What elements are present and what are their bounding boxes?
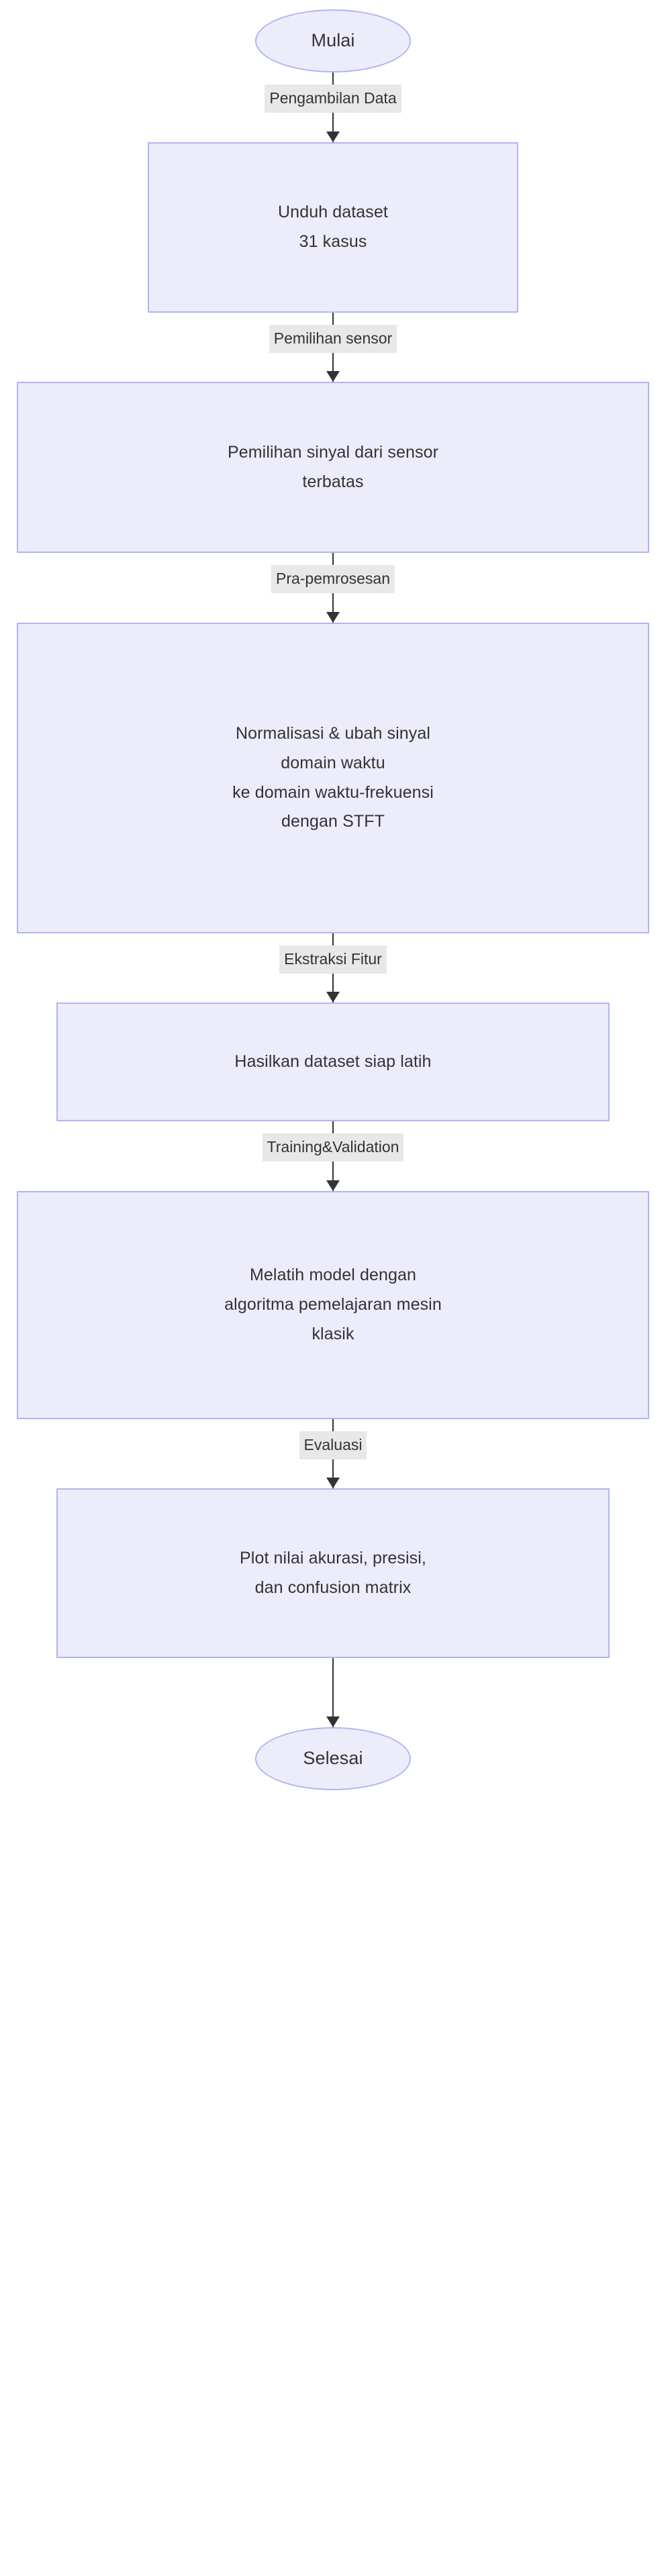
- edge-preprocessing-dataset: Ekstraksi Fitur: [0, 933, 666, 1002]
- edge-label-pra-pemrosesan: Pra-pemrosesan: [271, 565, 395, 594]
- arrow-head-icon: [326, 1180, 340, 1191]
- edge-dataset-train: Training&Validation: [0, 1121, 666, 1191]
- arrow-head-icon: [326, 1478, 340, 1488]
- node-train-model[interactable]: Melatih model dengan algoritma pemelajar…: [17, 1191, 649, 1419]
- node-sensor-selection-label: Pemilihan sinyal dari sensor terbatas: [227, 442, 439, 491]
- edge-label-pemilihan-sensor: Pemilihan sensor: [269, 325, 397, 354]
- node-ready-dataset[interactable]: Hasilkan dataset siap latih: [56, 1002, 610, 1121]
- node-end-label: Selesai: [303, 1748, 363, 1769]
- node-plot-metrics[interactable]: Plot nilai akurasi, presisi, dan confusi…: [56, 1488, 610, 1658]
- edge-label-evaluasi: Evaluasi: [299, 1431, 367, 1460]
- edge-sensor-preprocessing: Pra-pemrosesan: [0, 553, 666, 623]
- node-preprocessing-label: Normalisasi & ubah sinyal domain waktu k…: [232, 724, 434, 831]
- node-start[interactable]: Mulai: [255, 9, 411, 72]
- arrow-head-icon: [326, 371, 340, 382]
- node-sensor-selection[interactable]: Pemilihan sinyal dari sensor terbatas: [17, 382, 649, 553]
- node-preprocessing[interactable]: Normalisasi & ubah sinyal domain waktu k…: [17, 623, 649, 933]
- edge-start-download: Pengambilan Data: [0, 72, 666, 142]
- arrow-head-icon: [326, 1716, 340, 1727]
- node-train-model-label: Melatih model dengan algoritma pemelajar…: [224, 1266, 442, 1343]
- arrow-head-icon: [326, 132, 340, 142]
- arrow-head-icon: [326, 612, 340, 623]
- edge-train-plot: Evaluasi: [0, 1419, 666, 1488]
- edge-line: [332, 1658, 334, 1727]
- node-download-dataset[interactable]: Unduh dataset 31 kasus: [148, 142, 518, 313]
- edge-label-pengambilan-data: Pengambilan Data: [265, 85, 401, 113]
- arrow-head-icon: [326, 992, 340, 1002]
- node-end[interactable]: Selesai: [255, 1727, 411, 1790]
- node-start-label: Mulai: [311, 30, 355, 51]
- edge-label-ekstraksi-fitur: Ekstraksi Fitur: [279, 945, 387, 974]
- node-download-dataset-label: Unduh dataset 31 kasus: [278, 203, 388, 251]
- node-plot-metrics-label: Plot nilai akurasi, presisi, dan confusi…: [240, 1548, 426, 1597]
- flowchart-column: Mulai Pengambilan Data Unduh dataset 31 …: [0, 9, 666, 1790]
- edge-label-training-validation: Training&Validation: [262, 1133, 404, 1162]
- edge-plot-end: [0, 1658, 666, 1727]
- node-ready-dataset-label: Hasilkan dataset siap latih: [234, 1051, 432, 1071]
- edge-download-sensor: Pemilihan sensor: [0, 313, 666, 382]
